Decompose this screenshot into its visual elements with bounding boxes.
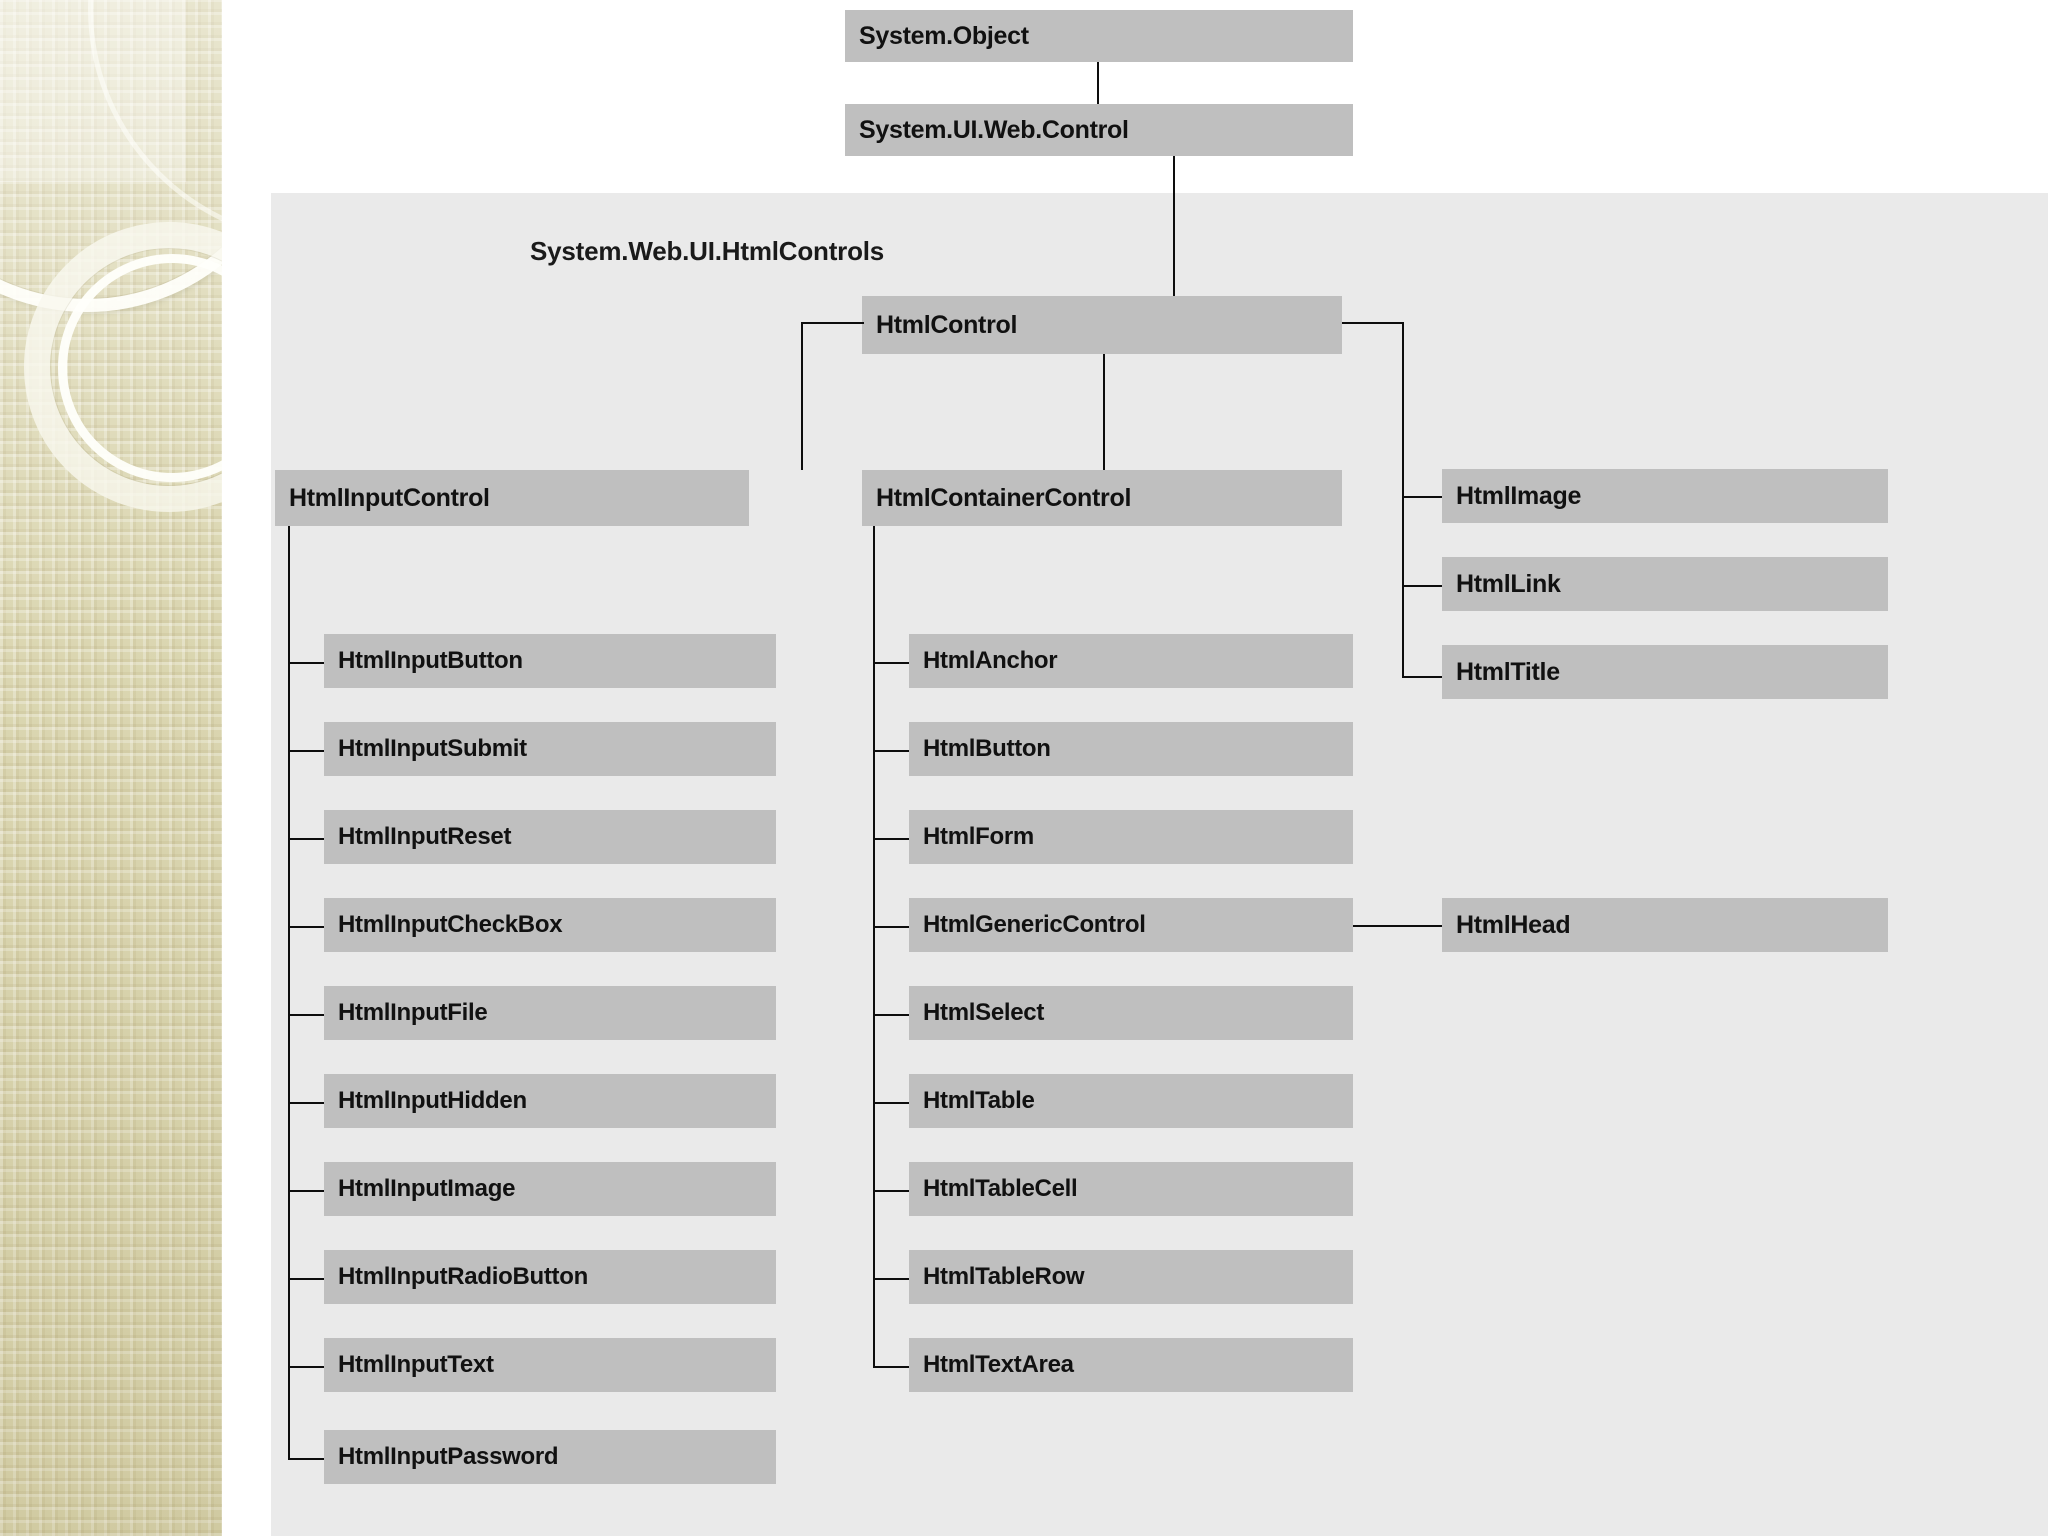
tick-anchor [873, 662, 909, 664]
node-html-form[interactable]: HtmlForm [909, 810, 1353, 864]
node-system-ui-web-control[interactable]: System.UI.Web.Control [845, 104, 1353, 156]
connector-object-to-webcontrol [1097, 62, 1099, 104]
node-html-head[interactable]: HtmlHead [1442, 898, 1888, 952]
tick-input-text [288, 1366, 324, 1368]
connector-bus-right [1342, 322, 1404, 324]
sidebar-edge-divider [222, 0, 225, 1536]
connector-right-rail [1402, 322, 1404, 678]
node-html-text-area[interactable]: HtmlTextArea [909, 1338, 1353, 1392]
connector-webcontrol-to-htmlcontrol [1173, 156, 1175, 296]
node-html-input-control[interactable]: HtmlInputControl [275, 470, 749, 526]
tick-table-row [873, 1278, 909, 1280]
node-html-input-radiobutton[interactable]: HtmlInputRadioButton [324, 1250, 776, 1304]
node-html-input-button[interactable]: HtmlInputButton [324, 634, 776, 688]
node-html-title[interactable]: HtmlTitle [1442, 645, 1888, 699]
node-html-input-password[interactable]: HtmlInputPassword [324, 1430, 776, 1484]
node-html-input-reset[interactable]: HtmlInputReset [324, 810, 776, 864]
tick-input-button [288, 662, 324, 664]
tick-table [873, 1102, 909, 1104]
sidebar-gradient-overlay [0, 0, 222, 1536]
tick-text-area [873, 1366, 909, 1368]
tick-input-image [288, 1190, 324, 1192]
node-html-select[interactable]: HtmlSelect [909, 986, 1353, 1040]
tick-input-checkbox [288, 926, 324, 928]
node-html-generic-control[interactable]: HtmlGenericControl [909, 898, 1353, 952]
tick-input-file [288, 1014, 324, 1016]
tick-button [873, 750, 909, 752]
class-hierarchy-diagram: System.Web.UI.HtmlControls System.Object… [225, 0, 2048, 1536]
node-html-input-checkbox[interactable]: HtmlInputCheckBox [324, 898, 776, 952]
tick-input-reset [288, 838, 324, 840]
slide-design-sidebar [0, 0, 222, 1536]
node-html-table[interactable]: HtmlTable [909, 1074, 1353, 1128]
node-system-object[interactable]: System.Object [845, 10, 1353, 62]
tick-html-link [1402, 585, 1442, 587]
node-html-control[interactable]: HtmlControl [862, 296, 1342, 354]
namespace-panel [271, 193, 2048, 1536]
connector-bus-left [801, 322, 864, 324]
tick-select [873, 1014, 909, 1016]
connector-drop-to-input-control [801, 322, 803, 470]
rail-container-control [873, 526, 875, 1366]
node-html-input-hidden[interactable]: HtmlInputHidden [324, 1074, 776, 1128]
node-html-input-file[interactable]: HtmlInputFile [324, 986, 776, 1040]
tick-input-password [288, 1458, 324, 1460]
connector-drop-to-container-control [1103, 354, 1105, 470]
node-html-container-control[interactable]: HtmlContainerControl [862, 470, 1342, 526]
node-html-input-image[interactable]: HtmlInputImage [324, 1162, 776, 1216]
decorative-ring-small [58, 254, 222, 482]
rail-input-control [288, 526, 290, 1460]
connector-generic-to-head [1353, 925, 1442, 927]
tick-input-hidden [288, 1102, 324, 1104]
tick-form [873, 838, 909, 840]
tick-generic-control [873, 926, 909, 928]
node-html-input-text[interactable]: HtmlInputText [324, 1338, 776, 1392]
node-html-table-cell[interactable]: HtmlTableCell [909, 1162, 1353, 1216]
node-html-table-row[interactable]: HtmlTableRow [909, 1250, 1353, 1304]
namespace-label: System.Web.UI.HtmlControls [530, 236, 885, 266]
tick-input-submit [288, 750, 324, 752]
node-html-button[interactable]: HtmlButton [909, 722, 1353, 776]
tick-table-cell [873, 1190, 909, 1192]
node-html-link[interactable]: HtmlLink [1442, 557, 1888, 611]
node-html-input-submit[interactable]: HtmlInputSubmit [324, 722, 776, 776]
node-html-image[interactable]: HtmlImage [1442, 469, 1888, 523]
tick-html-title [1402, 676, 1442, 678]
node-html-anchor[interactable]: HtmlAnchor [909, 634, 1353, 688]
tick-input-radiobutton [288, 1278, 324, 1280]
tick-html-image [1402, 496, 1442, 498]
